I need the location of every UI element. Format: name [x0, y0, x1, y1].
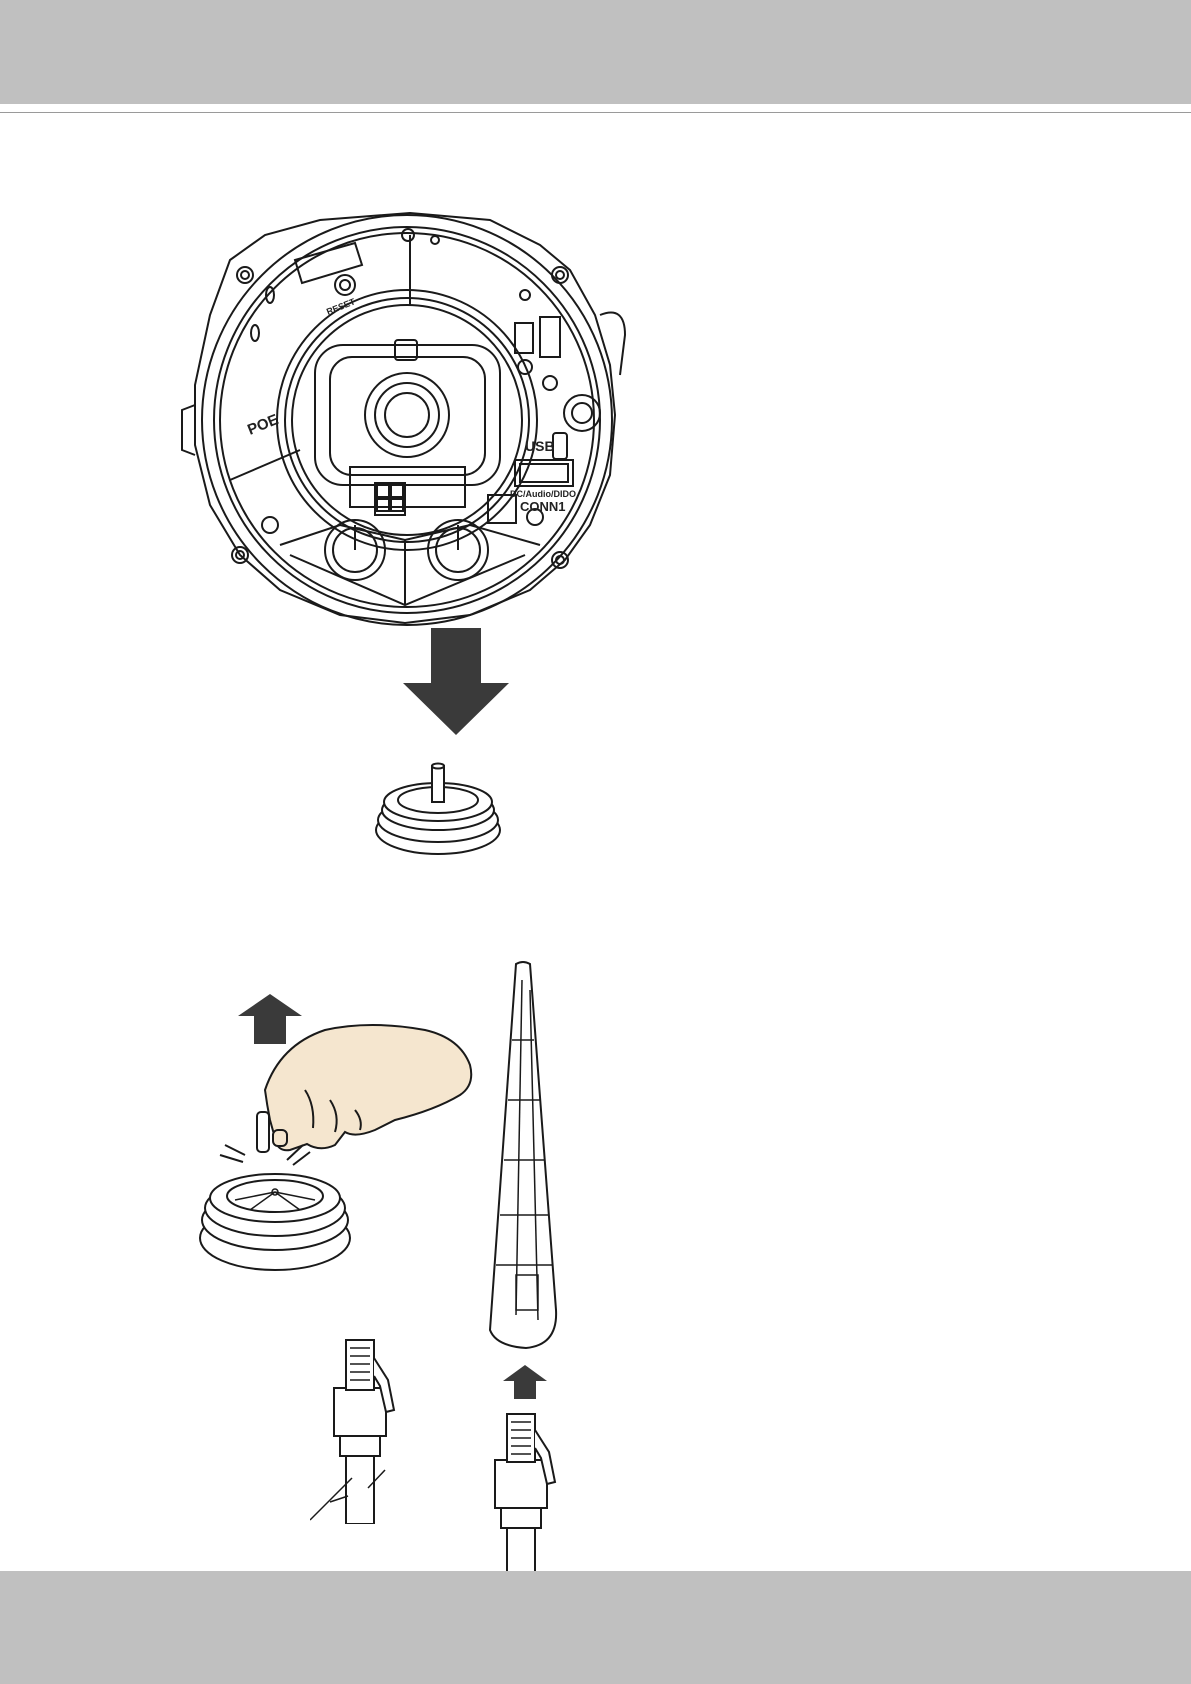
camera-base-diagram: POE RESET USB DC/Audio/DIDO CONN1: [170, 205, 640, 635]
rj45-connector-left-diagram: [310, 1338, 410, 1524]
down-arrow-icon: [403, 628, 509, 736]
poe-label: POE: [245, 411, 281, 439]
page-footer-bar: [0, 1571, 1191, 1684]
small-up-arrow-icon: [503, 1365, 547, 1399]
conn1-label: CONN1: [520, 499, 566, 514]
usb-label: USB: [525, 438, 555, 454]
header-divider: [0, 112, 1191, 113]
insertion-tool-diagram: [486, 960, 560, 1352]
hand-removing-plug-diagram: [195, 1020, 485, 1290]
reset-label: RESET: [325, 296, 357, 317]
cable-gland-plug-diagram: [372, 762, 504, 864]
page-header-bar: [0, 0, 1191, 104]
dc-audio-dido-label: DC/Audio/DIDO: [510, 489, 576, 499]
rj45-connector-right-diagram: [487, 1412, 567, 1590]
